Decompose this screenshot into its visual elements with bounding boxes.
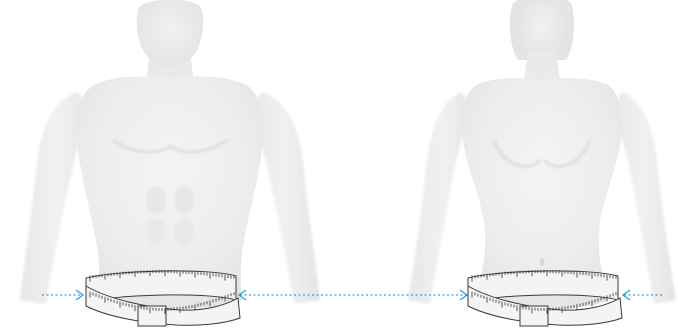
female-navel [540,258,545,266]
male-abs-left-lower [146,219,166,245]
male-head [137,0,203,67]
male-abs-right [174,186,194,214]
male-figure [20,0,320,309]
male-abs-right-lower [174,219,194,245]
female-figure [408,0,676,309]
male-abs-left [146,186,166,214]
